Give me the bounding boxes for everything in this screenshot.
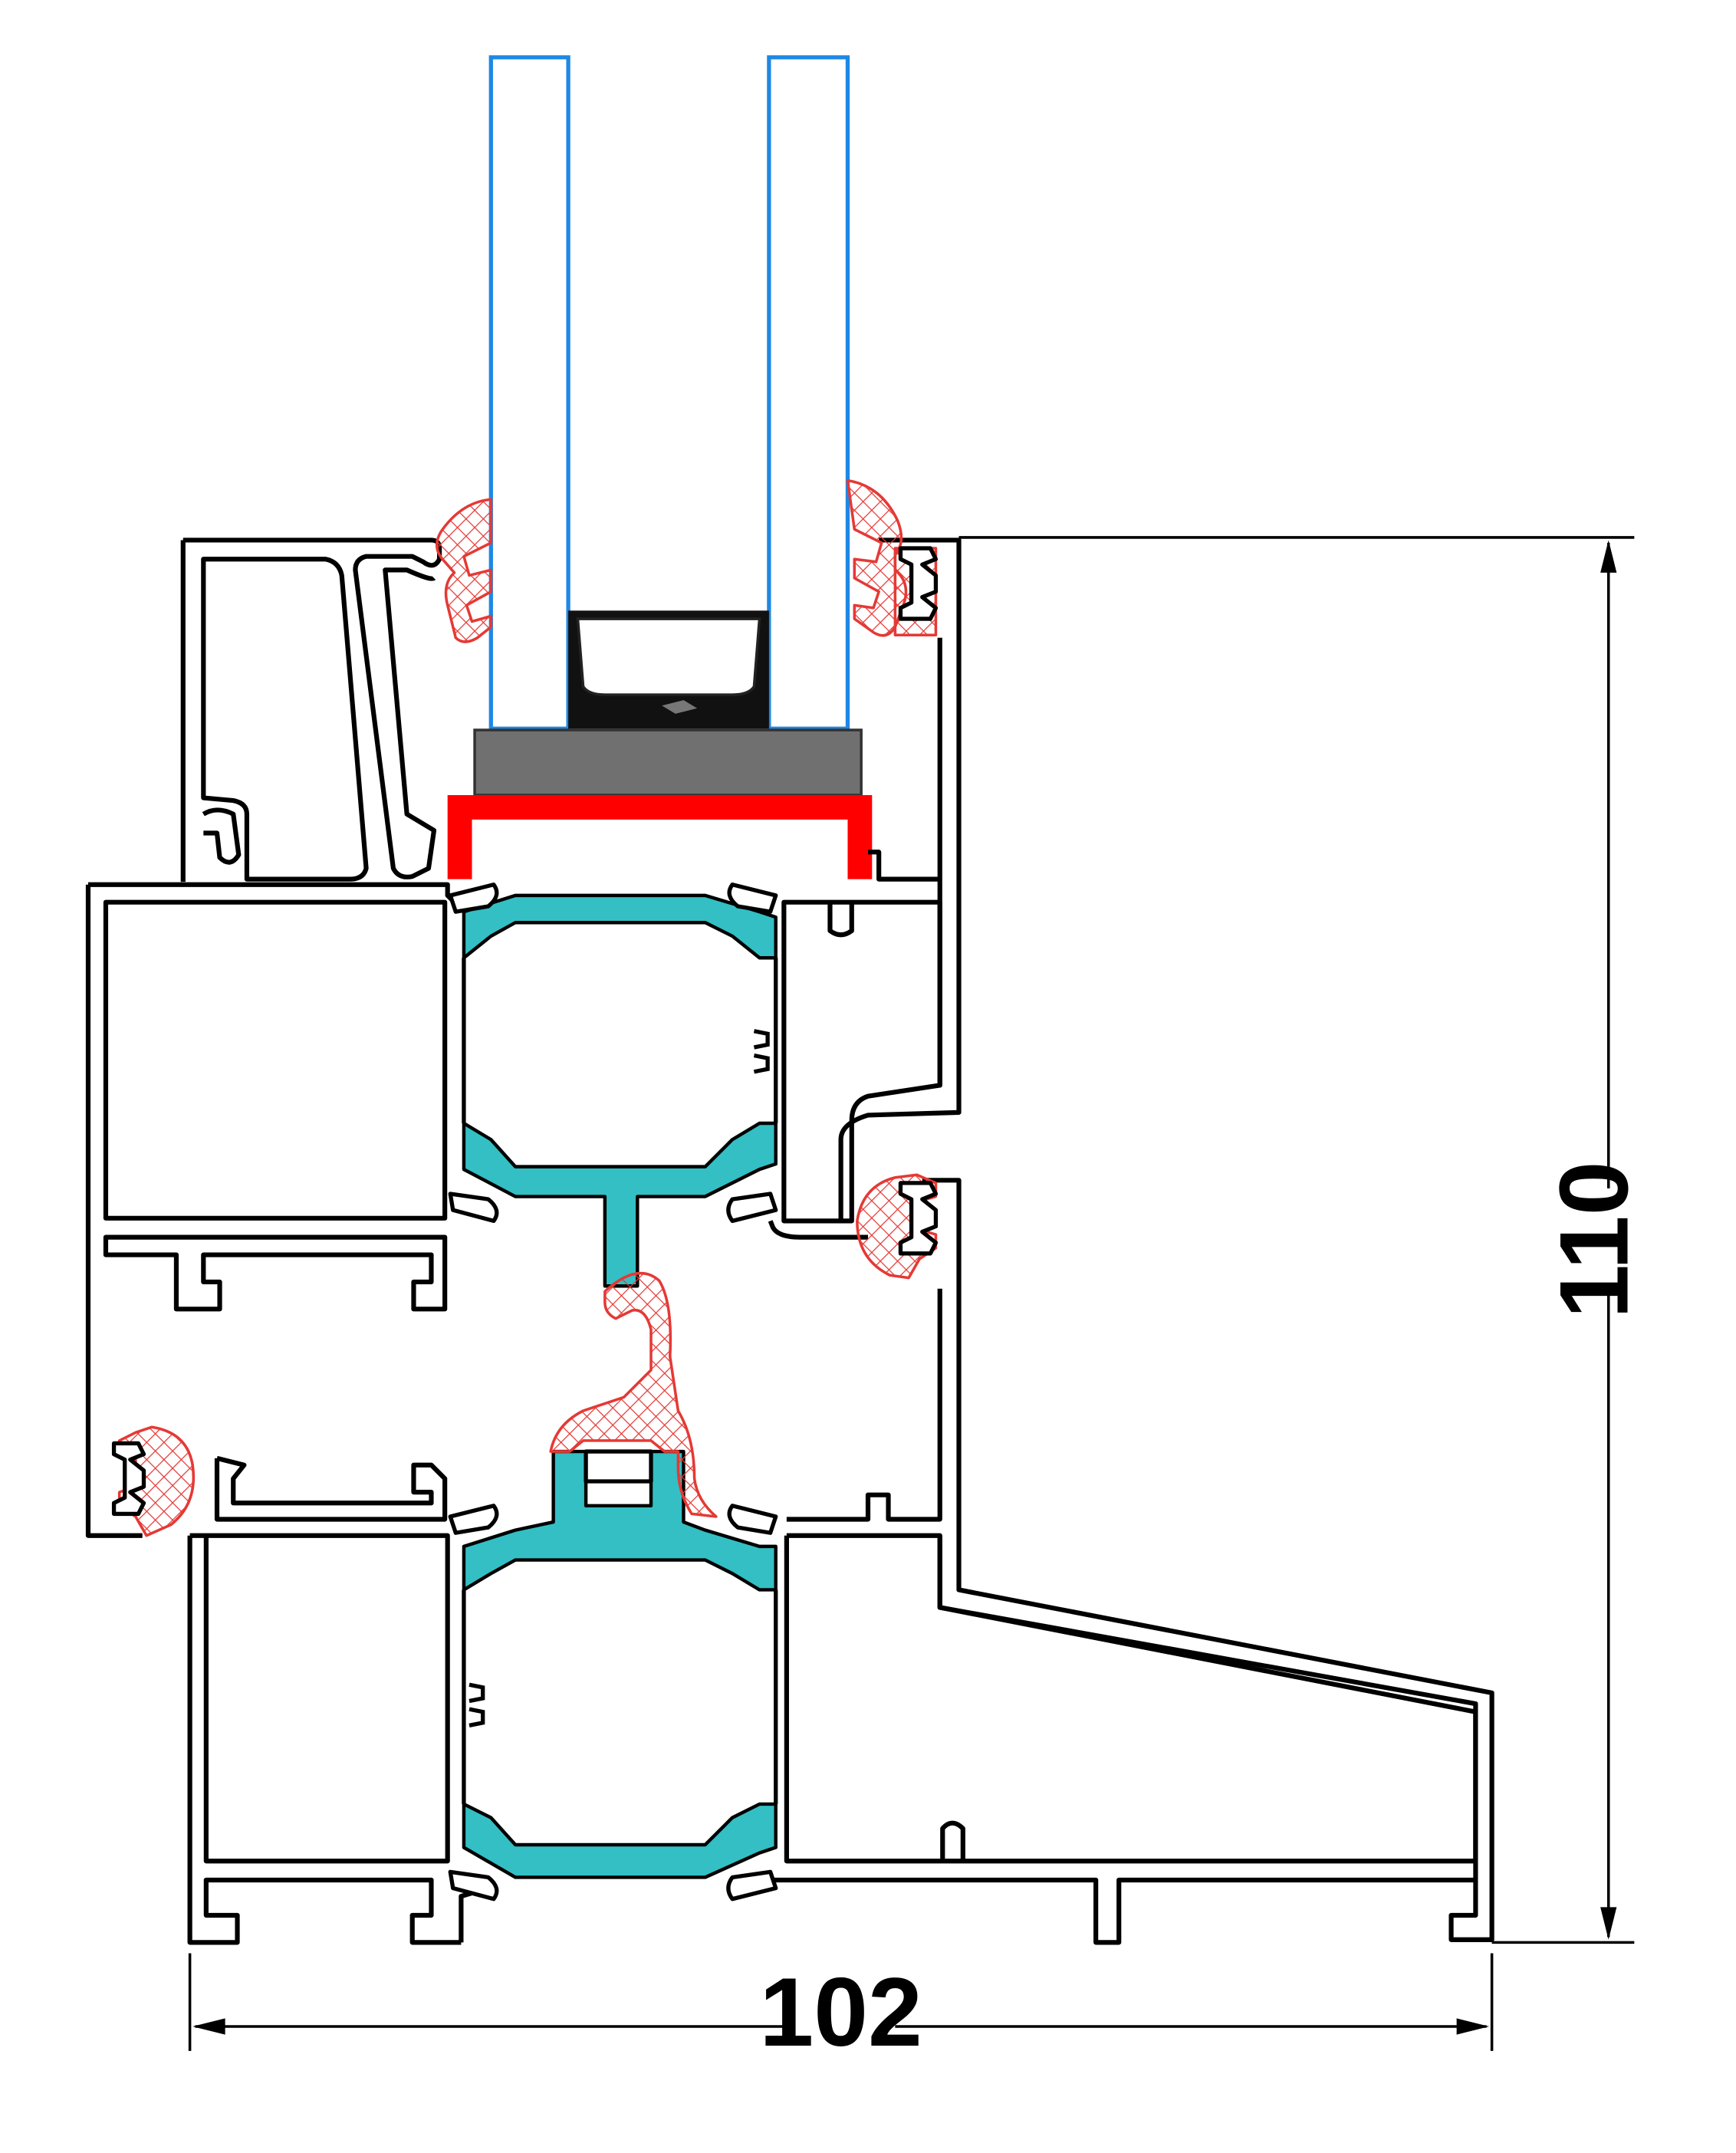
thermal-break-upper-bottom — [462, 1121, 778, 1288]
frame-outer-right-middle — [768, 1178, 1494, 1942]
dimension-arrows — [192, 540, 1617, 2035]
dimension-lines — [188, 536, 1635, 2051]
red-insert-channel — [447, 794, 873, 879]
glazing-bead-left — [180, 537, 442, 883]
glass-pane-outer — [488, 55, 570, 731]
frame-inner-rib-left — [103, 1234, 448, 1312]
glazing-block — [473, 728, 863, 797]
glass-panes — [488, 55, 850, 731]
spacer-bar — [568, 610, 769, 729]
width-dimension-label: 102 — [759, 1957, 922, 2066]
profile-webs — [462, 958, 778, 1804]
gasket-glazing-outer — [436, 498, 493, 643]
frame-chamber-upper-right — [781, 899, 942, 1224]
crimp-claws — [448, 883, 778, 1902]
gasket-central — [549, 1271, 718, 1518]
frame-lower-rib-left — [214, 1455, 448, 1522]
bead-clip-left — [202, 807, 242, 865]
frame-lower-left — [187, 1533, 462, 1945]
thermal-break-strips — [462, 893, 778, 1879]
thermal-break-lower-bottom — [462, 1802, 778, 1879]
thermal-break-upper-top — [462, 893, 778, 960]
bottom-base-line — [459, 1878, 1492, 1943]
glass-pane-inner — [767, 55, 850, 731]
frame-outer-right-upper — [838, 537, 962, 1221]
frame-lower-right-chamber — [752, 1535, 1478, 1945]
height-dimension-label: 110 — [1540, 1161, 1649, 1318]
gasket-keepers — [111, 546, 939, 1517]
